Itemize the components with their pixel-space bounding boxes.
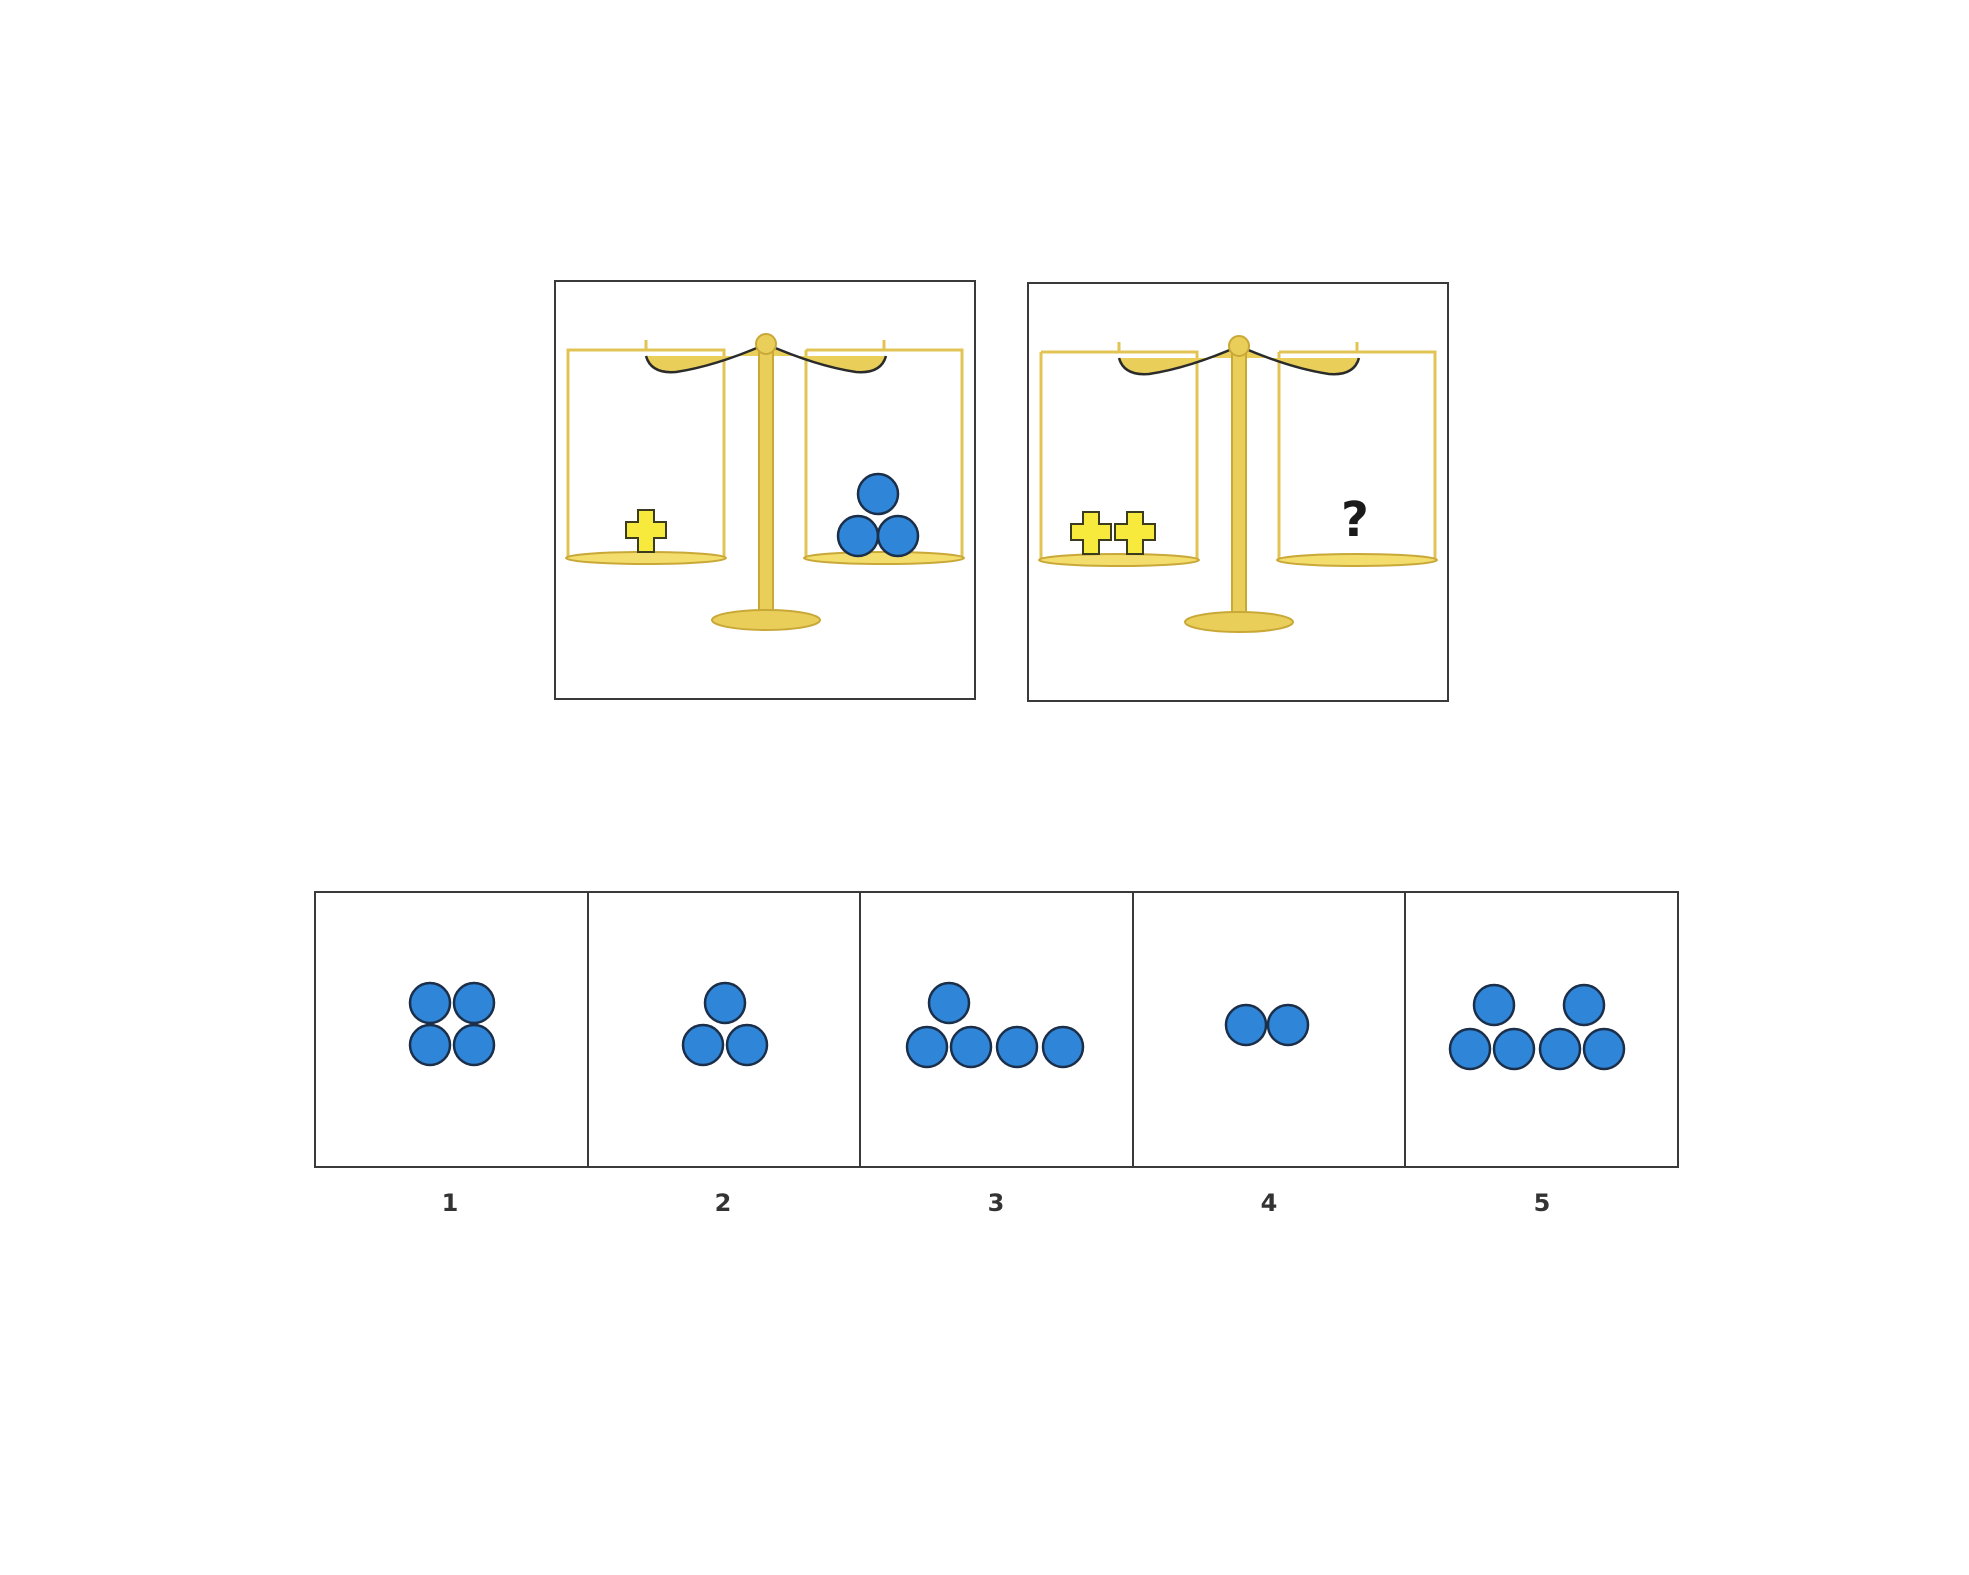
- ball-icon: [1473, 983, 1516, 1027]
- ball-icon: [1224, 1003, 1268, 1047]
- ball-icon: [681, 1023, 724, 1067]
- cross-weight-icon: [1114, 511, 1156, 555]
- option-label-2: 2: [714, 1189, 732, 1217]
- question-mark: ?: [1341, 492, 1369, 548]
- balance-scale-icon: [565, 333, 965, 631]
- option-label-3: 3: [987, 1189, 1005, 1217]
- ball-icon: [452, 981, 496, 1025]
- ball-icon: [703, 981, 746, 1025]
- ball-icon: [927, 981, 971, 1025]
- option-2[interactable]: [589, 893, 862, 1166]
- ball-icon: [836, 514, 880, 558]
- ball-icon: [995, 1025, 1039, 1069]
- scale-panel-question: ?: [1027, 282, 1449, 702]
- ball-group: [1449, 983, 1626, 1071]
- option-label-4: 4: [1260, 1189, 1278, 1217]
- option-label-1: 1: [441, 1189, 459, 1217]
- option-4[interactable]: [1134, 893, 1407, 1166]
- ball-icon: [452, 1023, 496, 1067]
- cross-weight-icon: [1070, 511, 1112, 555]
- ball-icon: [725, 1023, 768, 1067]
- ball-group: [905, 981, 1085, 1069]
- option-label-5: 5: [1533, 1189, 1551, 1217]
- ball-icon: [876, 514, 920, 558]
- balance-scale-icon: [1038, 335, 1438, 633]
- option-1[interactable]: [316, 893, 589, 1166]
- ball-group: [1224, 1003, 1310, 1047]
- ball-icon: [856, 472, 900, 516]
- ball-icon: [1449, 1027, 1492, 1071]
- ball-icon: [1583, 1027, 1626, 1071]
- cross-weight-icon: [625, 509, 667, 553]
- ball-icon: [1266, 1003, 1310, 1047]
- ball-group: [408, 981, 496, 1067]
- option-3[interactable]: [861, 893, 1134, 1166]
- ball-icon: [905, 1025, 949, 1069]
- ball-icon: [1493, 1027, 1536, 1071]
- ball-icon: [1041, 1025, 1085, 1069]
- option-5[interactable]: [1406, 893, 1677, 1166]
- ball-icon: [1563, 983, 1606, 1027]
- answer-options: [314, 891, 1679, 1168]
- ball-group: [681, 981, 768, 1067]
- scale-panel-example: [554, 280, 976, 700]
- ball-icon: [949, 1025, 993, 1069]
- ball-icon: [408, 1023, 452, 1067]
- ball-icon: [408, 981, 452, 1025]
- ball-icon: [1539, 1027, 1582, 1071]
